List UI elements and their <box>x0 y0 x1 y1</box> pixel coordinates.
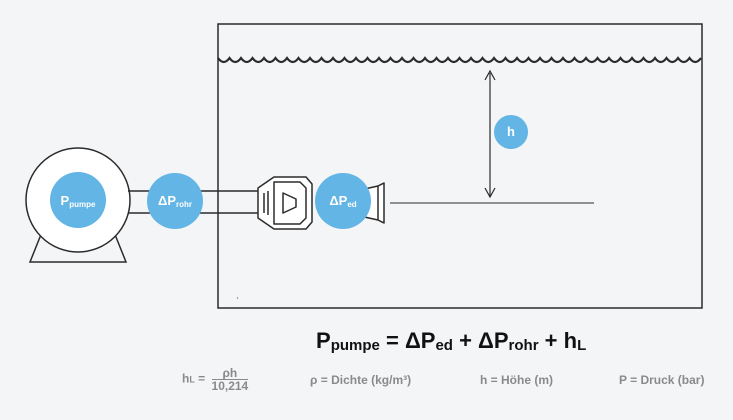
legend-hl-eq: = <box>194 371 209 386</box>
legend-hl-sub: L <box>189 374 195 385</box>
legend-pressure: P = Druck (bar) <box>619 373 705 387</box>
label-main: P <box>60 193 70 208</box>
height-label: h <box>507 123 515 141</box>
pump-base <box>28 231 128 263</box>
formula-lhs: P <box>316 328 331 353</box>
legend-density: ρ = Dichte (kg/m³) <box>310 373 412 387</box>
tank-mark <box>236 296 239 300</box>
pipe-loss-label: ΔProhr <box>158 192 192 210</box>
formula-term-head-sub: L <box>577 337 587 354</box>
pipe-loss-circle <box>147 173 203 229</box>
label-main: h <box>507 124 515 139</box>
label-sub: pumpe <box>69 200 96 209</box>
formula-term-eductor-sub: ed <box>435 337 453 354</box>
label-sub: ed <box>347 200 357 209</box>
formula-equals: = <box>379 328 405 353</box>
eductor-loss-label: ΔPed <box>329 192 356 210</box>
legend-hl-main: h <box>182 371 190 386</box>
height-arrow <box>484 69 496 199</box>
pump-pressure-circle <box>50 172 106 228</box>
formula-term-eductor: ΔP <box>404 328 436 353</box>
label-main: ΔP <box>329 193 348 208</box>
formula-term-head: h <box>563 328 578 353</box>
fraction-numerator: ρh <box>211 367 249 380</box>
fraction-denominator: 10,214 <box>211 379 249 393</box>
formula-plus: + <box>538 328 564 353</box>
height-circle <box>494 115 528 149</box>
legend-height: h = Höhe (m) <box>480 373 554 387</box>
tank-outline <box>217 23 703 309</box>
eductor-loss-circle <box>315 173 371 229</box>
formula-term-pipe: ΔP <box>478 328 509 353</box>
water-surface <box>217 56 702 64</box>
formula-lhs-sub: pumpe <box>330 337 380 354</box>
pump-pressure-label: Ppumpe <box>61 192 96 210</box>
formula-term-pipe-sub: rohr <box>508 337 539 354</box>
label-main: ΔP <box>157 193 177 208</box>
pump-pressure-formula: Ppumpe = ΔPed + ΔProhr + hL <box>316 328 586 354</box>
label-sub: rohr <box>176 200 193 209</box>
formula-plus: + <box>452 328 479 353</box>
